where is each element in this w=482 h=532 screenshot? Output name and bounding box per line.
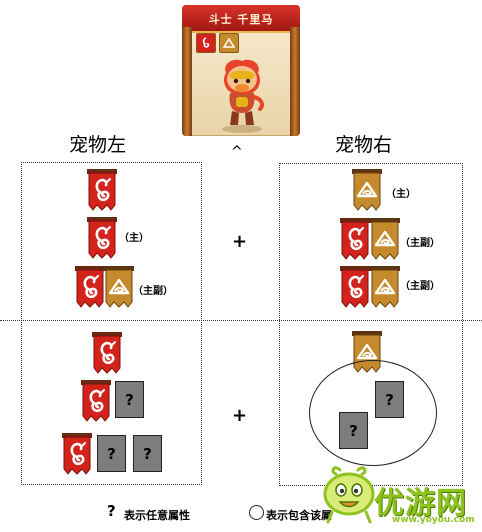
unknown-attribute-box: ? <box>97 435 126 472</box>
legend-circle-icon <box>249 505 264 520</box>
main-sub-label: （主副） <box>133 286 173 297</box>
main-sub-label: （主副） <box>400 238 440 249</box>
legend-any-attribute: 表示任意属性 <box>124 509 190 522</box>
earth-badge <box>104 266 134 308</box>
fire-badge <box>81 380 111 422</box>
fire-badge <box>87 217 117 259</box>
left-pet-box <box>21 162 202 485</box>
earth-badge <box>370 266 400 308</box>
main-label: （主） <box>119 233 149 244</box>
left-pet-title: 宠物左 <box>69 134 127 156</box>
fire-badge <box>340 218 370 260</box>
fire-badge <box>62 433 92 475</box>
fire-badge <box>340 266 370 308</box>
unknown-attribute-box: ? <box>339 412 368 449</box>
pet-name: 斗士 千里马 <box>208 13 274 26</box>
row-divider <box>0 320 482 321</box>
pet-illustration <box>222 59 264 133</box>
fire-attribute-icon <box>196 33 216 53</box>
unknown-attribute-box: ? <box>375 381 404 418</box>
watermark-text: 优游网 <box>374 486 467 521</box>
card-right-pillar <box>290 27 300 136</box>
caret-mark: ^ <box>231 144 243 160</box>
card-banner <box>182 5 300 33</box>
fire-badge <box>92 332 122 374</box>
main-label: （主） <box>386 189 416 200</box>
earth-badge <box>352 169 382 211</box>
mascot-logo <box>323 466 375 524</box>
watermark-url: www.yoyou.com <box>392 515 475 525</box>
plus-sign: + <box>232 231 248 252</box>
card-left-pillar <box>182 27 192 136</box>
legend-question-mark: ? <box>107 502 116 520</box>
card-attribute-icons <box>196 33 239 53</box>
main-sub-label: （主副） <box>400 281 440 292</box>
legend-contains: 表示包含该属 <box>266 509 332 522</box>
unknown-attribute-box: ? <box>133 435 162 472</box>
plus-sign: + <box>232 405 248 426</box>
contains-circle <box>309 360 437 466</box>
unknown-attribute-box: ? <box>115 381 144 418</box>
fire-badge <box>75 266 105 308</box>
earth-badge <box>370 218 400 260</box>
pet-card: 斗士 千里马 <box>182 5 300 136</box>
earth-attribute-icon <box>219 33 239 53</box>
right-pet-title: 宠物右 <box>335 134 393 156</box>
fire-badge <box>87 169 117 211</box>
